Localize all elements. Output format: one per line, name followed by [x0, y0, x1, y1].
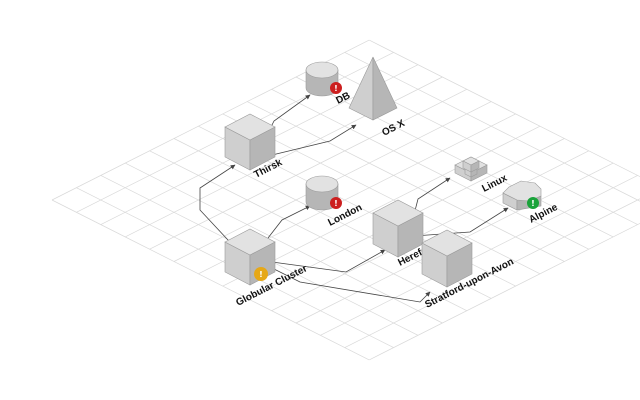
arrow-globular-to-london [267, 205, 311, 239]
grid-line [320, 175, 638, 336]
cube-shape [372, 199, 424, 258]
grid-line [369, 39, 640, 178]
grid-line [369, 222, 640, 361]
exclamation-icon: ! [259, 270, 263, 279]
node-thirsk[interactable]: Thirsk [224, 113, 284, 181]
node-globular-cluster[interactable]: ! Globular Cluster [224, 228, 309, 309]
cylinder-shape [305, 61, 339, 97]
grid-line [149, 150, 467, 312]
pyramid-shape [348, 56, 398, 121]
isometric-grid [51, 39, 640, 361]
status-badge: ! [527, 197, 539, 209]
status-badge: ! [330, 197, 342, 209]
grid-line [344, 52, 640, 202]
cube-shape [421, 229, 473, 288]
arrow-globular-to-hereford [271, 249, 386, 273]
exclamation-icon: ! [334, 199, 338, 208]
node-london[interactable]: ! London [305, 175, 364, 229]
grid-line [344, 198, 640, 348]
node-osx[interactable]: OS X [348, 56, 407, 139]
cylinder-shape [305, 175, 339, 211]
arrow-globular-to-thirsk [199, 164, 236, 241]
node-stratford-upon-avon[interactable]: Stratford-upon-Avon [421, 229, 516, 311]
cross-shape [454, 156, 488, 182]
grid-line [271, 150, 589, 312]
arrow-hereford-to-alpine [413, 207, 509, 237]
node-label: OS X [380, 118, 407, 139]
node-db[interactable]: ! DB [305, 61, 352, 107]
grid-line [271, 88, 589, 250]
cube-shape [224, 228, 276, 286]
grid-line [295, 76, 614, 238]
grid-line [247, 101, 565, 262]
exclamation-icon: ! [334, 84, 338, 93]
cube-shape [224, 113, 276, 171]
exclamation-icon: ! [531, 199, 535, 208]
grid-line [222, 125, 541, 287]
status-badge: ! [330, 82, 342, 94]
node-linux[interactable]: Linux [454, 156, 510, 195]
grid-line [125, 162, 443, 324]
grid-line [149, 88, 467, 250]
arrow-thirsk-to-osx [267, 124, 357, 157]
arrow-globular-to-stratford [271, 267, 431, 303]
status-badge: ! [254, 267, 268, 281]
grid-line [51, 199, 370, 361]
grid-line [222, 113, 541, 275]
